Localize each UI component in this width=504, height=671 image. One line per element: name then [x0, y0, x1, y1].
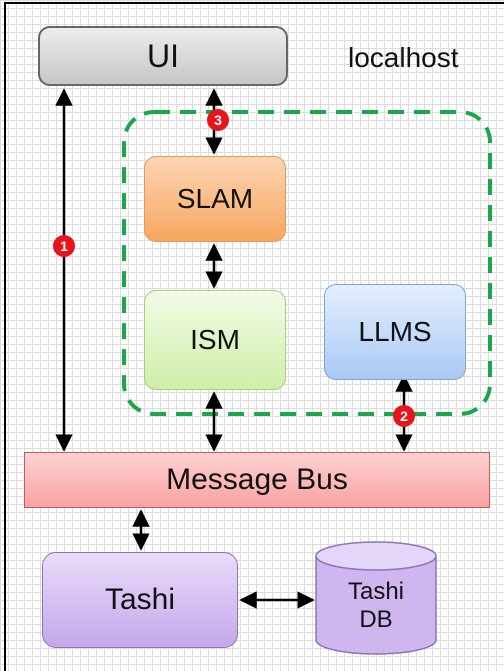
message-bus-label: Message Bus — [166, 463, 348, 496]
tashi-db-label-line2: DB — [359, 606, 393, 633]
ism-node: ISM — [144, 290, 286, 390]
badge-2: 2 — [393, 405, 415, 427]
slam-node-label: SLAM — [176, 183, 254, 214]
ui-node: UI — [38, 26, 288, 86]
tashi-node: Tashi — [42, 552, 238, 648]
tashi-db-label: Tashi DB — [316, 578, 436, 634]
badge-1-label: 1 — [60, 238, 68, 254]
llms-node-label: LLMS — [358, 316, 432, 347]
llms-node: LLMS — [324, 284, 466, 380]
badge-1: 1 — [53, 235, 75, 257]
localhost-label: localhost — [348, 42, 459, 73]
ism-node-label: ISM — [190, 324, 240, 355]
slam-node: SLAM — [144, 156, 286, 242]
diagram-frame — [4, 2, 504, 671]
badge-3-label: 3 — [214, 112, 222, 128]
tashi-db-cylinder — [315, 541, 437, 655]
badge-2-label: 2 — [400, 408, 408, 424]
tashi-db-label-line1: Tashi — [347, 578, 405, 605]
ui-node-label: UI — [147, 37, 179, 74]
badge-3: 3 — [207, 109, 229, 131]
message-bus-node: Message Bus — [24, 452, 490, 508]
localhost-group-border — [122, 110, 492, 416]
tashi-node-label: Tashi — [104, 583, 176, 616]
